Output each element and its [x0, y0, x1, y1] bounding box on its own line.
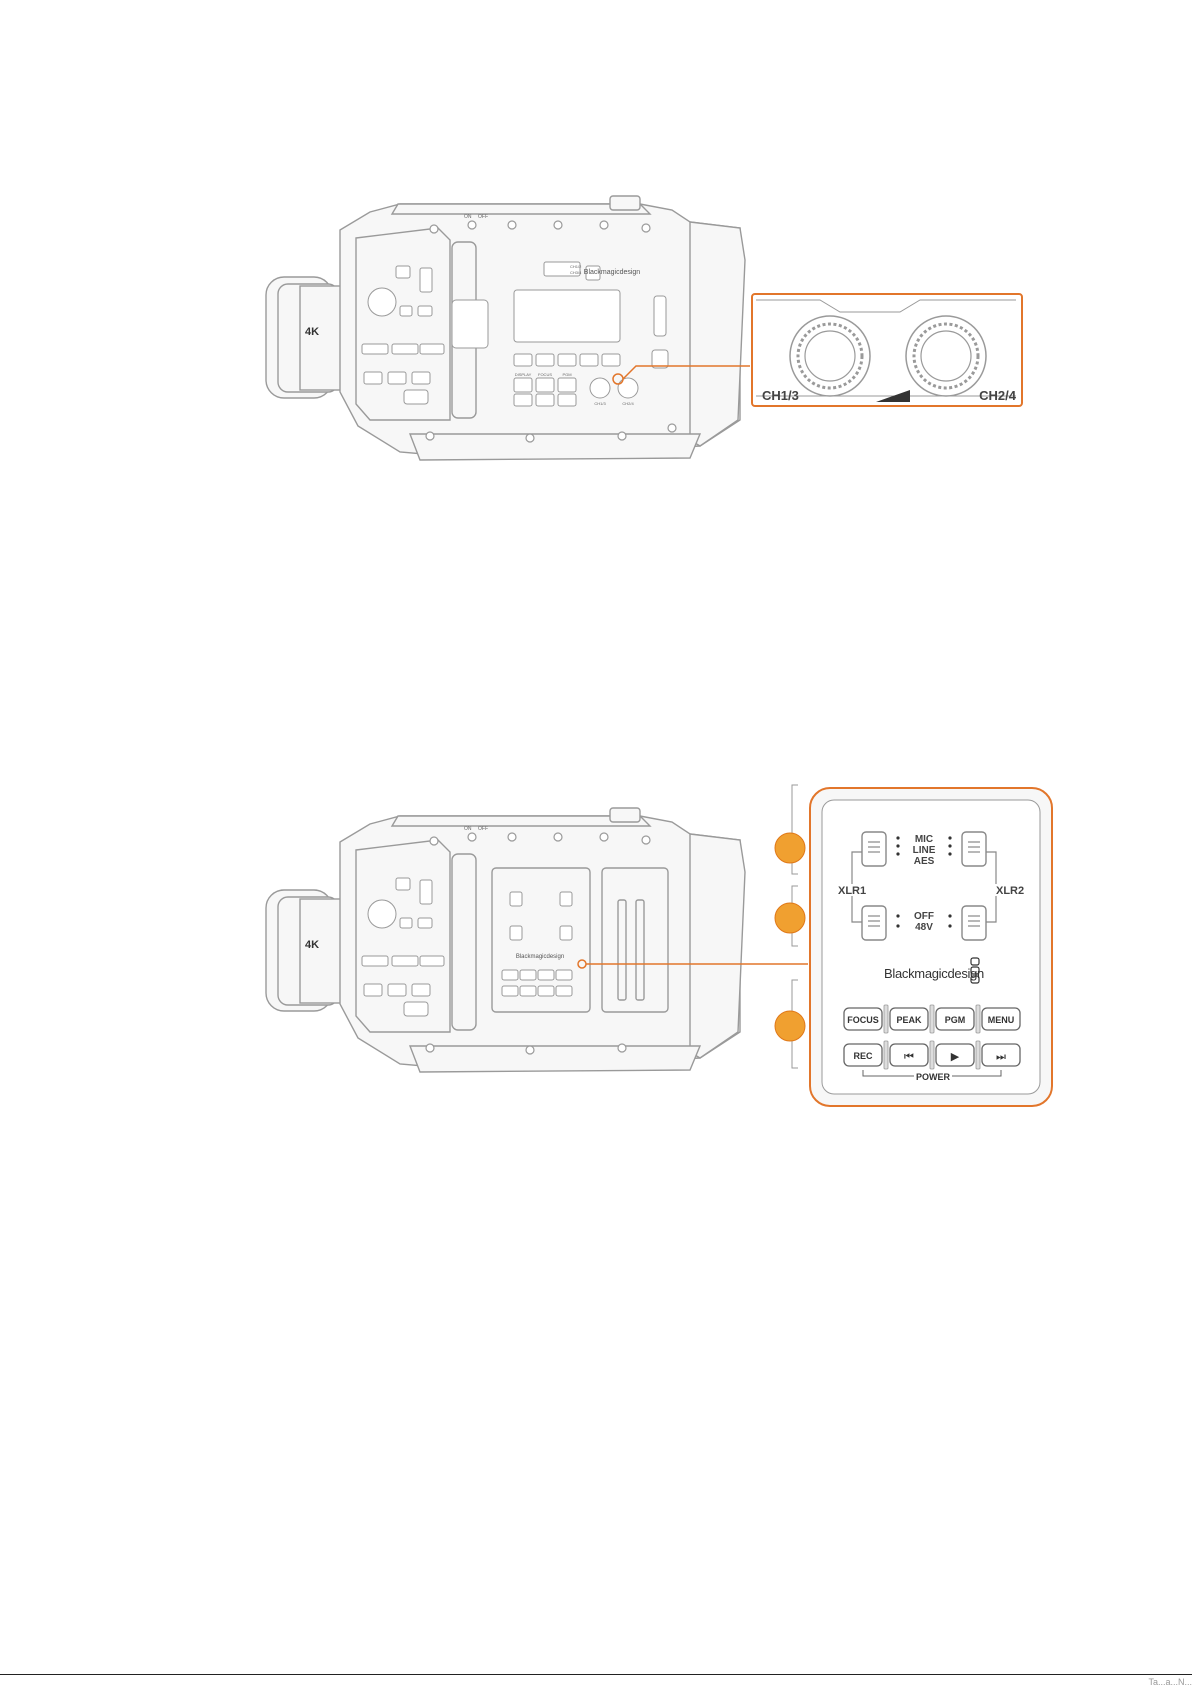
xlr1-label: XLR1 [838, 885, 866, 897]
lens-badge: 4K [305, 326, 319, 338]
lcd-screen [514, 290, 620, 342]
ch-switch-a: CH1/2 [570, 264, 582, 269]
switch-off: OFF [478, 214, 488, 220]
card-slot-area [602, 868, 668, 1012]
switch-xlr1-phantom [862, 906, 886, 940]
slider-3 [420, 344, 444, 354]
skip-forward-icon: ⏭ [996, 1051, 1006, 1063]
callout-markers [775, 785, 805, 1068]
zoom-label-ch1: CH1/3 [762, 388, 799, 403]
lens-mount [300, 286, 344, 390]
footer-rule [0, 1674, 1192, 1675]
audio-knob-ch1 [590, 378, 610, 398]
switch-off-2: OFF [478, 826, 488, 832]
lock-button [418, 306, 432, 316]
btn-label-2: FOCUS [538, 372, 552, 377]
knob-label-2: CH2/4 [622, 401, 634, 406]
fn-button-3 [412, 372, 430, 384]
knob-ch2-zoom [906, 316, 986, 396]
skip-back-icon: ⏮ [904, 1051, 914, 1063]
figure-control-panel-svg: 4K Blackmagicdesign ON OFF [0, 770, 1192, 1150]
switch-xlr1-input [862, 832, 886, 866]
right-bumper [690, 222, 745, 446]
knob-ch1-zoom [790, 316, 870, 396]
rotary-wheel [420, 268, 432, 292]
mode-aes: AES [914, 856, 935, 867]
power-label: POWER [916, 1072, 951, 1082]
left-panel [356, 228, 450, 420]
zoom-label-ch2: CH2/4 [979, 388, 1017, 403]
switch-xlr2-input [962, 832, 986, 866]
switch-on-2: ON [464, 826, 472, 832]
lens-badge-2: 4K [305, 939, 319, 951]
switch-xlr2-phantom [962, 906, 986, 940]
btn-label-3: PGM [562, 372, 571, 377]
fn-button-1 [364, 372, 382, 384]
peak-label: PEAK [896, 1015, 922, 1025]
rec-button [404, 390, 428, 404]
rear-pad [610, 196, 640, 210]
bottom-rail [410, 434, 700, 460]
zoom-knobs-box: CH1/3 CH2/4 [752, 294, 1022, 406]
phantom-off: OFF [914, 911, 934, 922]
camera-body [266, 196, 745, 460]
camera-brand: Blackmagicdesign [584, 269, 641, 276]
slider-1 [362, 344, 388, 354]
menu-dial [368, 288, 396, 316]
marker-3 [775, 1011, 805, 1041]
phantom-48v: 48V [915, 922, 933, 933]
mode-mic: MIC [915, 834, 933, 845]
figure-control-panel: 4K Blackmagicdesign ON OFF [0, 770, 1192, 1155]
menu-label: MENU [988, 1015, 1015, 1025]
zoom-control-panel: MIC LINE AES OFF 48V XLR1 XLR2 Blackmagi… [810, 788, 1052, 1106]
focus-label: FOCUS [847, 1015, 879, 1025]
xlr2-label: XLR2 [996, 885, 1024, 897]
switch-on: ON [464, 214, 472, 220]
slider-2 [392, 344, 418, 354]
play-icon: ▶ [951, 1051, 960, 1063]
mode-button [400, 306, 412, 316]
knob-label-1: CH1/3 [594, 401, 606, 406]
rec-label: REC [853, 1051, 873, 1061]
camera-brand-2: Blackmagicdesign [516, 954, 564, 960]
figure-audio-knobs-svg: 4K Blackmagicdesign ON OFF CH1/2 CH3/4 D… [0, 0, 1192, 480]
camera-body-2 [266, 808, 745, 1072]
footer-text: Ta...a...N... [1148, 1677, 1192, 1687]
mode-line: LINE [913, 845, 936, 856]
audio-knob-ch2 [618, 378, 638, 398]
pgm-label: PGM [945, 1015, 966, 1025]
panel-brand: Blackmagicdesign [884, 966, 984, 981]
btn-label-1: DISPLAY [515, 372, 532, 377]
small-switch [396, 266, 410, 278]
fn-button-2 [388, 372, 406, 384]
marker-1 [775, 833, 805, 863]
ch-switch-b: CH3/4 [570, 270, 582, 275]
marker-2 [775, 903, 805, 933]
figure-audio-knobs: 4K Blackmagicdesign ON OFF CH1/2 CH3/4 D… [0, 0, 1192, 485]
